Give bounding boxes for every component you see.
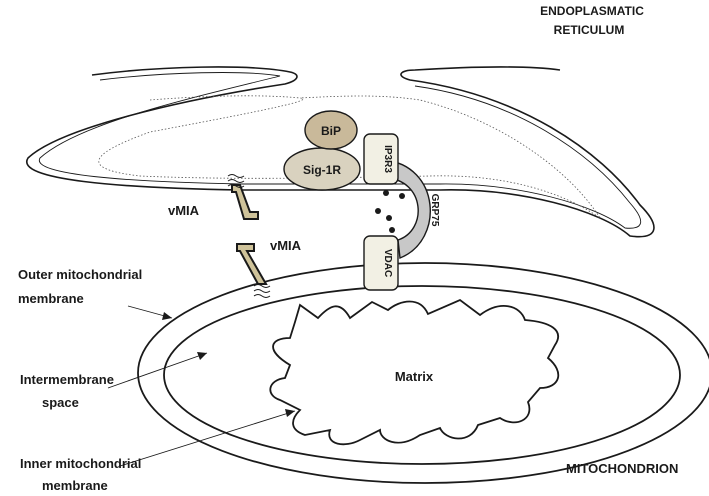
calcium-ion <box>383 190 389 196</box>
calcium-ion <box>386 215 392 221</box>
matrix-membrane <box>269 298 560 446</box>
outer-membrane-label-line2: membrane <box>18 291 84 306</box>
intermembrane-label-line2: space <box>42 395 79 410</box>
inner-membrane-label-line1: Inner mitochondrial <box>20 456 141 471</box>
bip-protein <box>304 110 358 150</box>
calcium-ion <box>389 227 395 233</box>
vmia-lower-label: vMIA <box>270 238 302 253</box>
outer-membrane-arrowhead <box>162 312 172 320</box>
vmia-upper-anchor <box>227 174 245 188</box>
outer-membrane-label-line1: Outer mitochondrial <box>18 267 142 282</box>
bip-label: BiP <box>321 124 341 138</box>
ip3r3-label: IP3R3 <box>382 145 393 173</box>
intermembrane-label-line1: Intermembrane <box>20 372 114 387</box>
calcium-ion <box>375 208 381 214</box>
vdac-label: VDAC <box>382 249 393 277</box>
inner-membrane-pointer <box>119 410 296 467</box>
sig1r-label: Sig-1R <box>303 163 341 177</box>
mitochondrion-label: MITOCHONDRION <box>566 461 678 476</box>
inner-membrane-arrowhead <box>285 409 295 417</box>
ip3r3-channel <box>363 133 399 185</box>
grp75-label: GRP75 <box>429 194 440 227</box>
vmia-lower-anchor <box>253 284 271 298</box>
matrix-label: Matrix <box>395 369 434 384</box>
er-membrane <box>25 66 655 238</box>
intermembrane-pointer <box>107 352 208 389</box>
intermembrane-arrowhead <box>197 352 207 360</box>
inner-membrane-label-line2: membrane <box>42 478 108 493</box>
vmia-lower-protein <box>236 243 268 285</box>
er-label-line2: RETICULUM <box>554 23 625 37</box>
er-membrane-inner <box>38 72 642 229</box>
vdac-channel <box>363 235 399 291</box>
er-label-line1: ENDOPLASMATIC <box>540 4 644 18</box>
vmia-upper-protein <box>231 184 259 220</box>
calcium-ion <box>399 193 405 199</box>
grp75-protein <box>383 159 431 259</box>
vmia-upper-label: vMIA <box>168 203 200 218</box>
